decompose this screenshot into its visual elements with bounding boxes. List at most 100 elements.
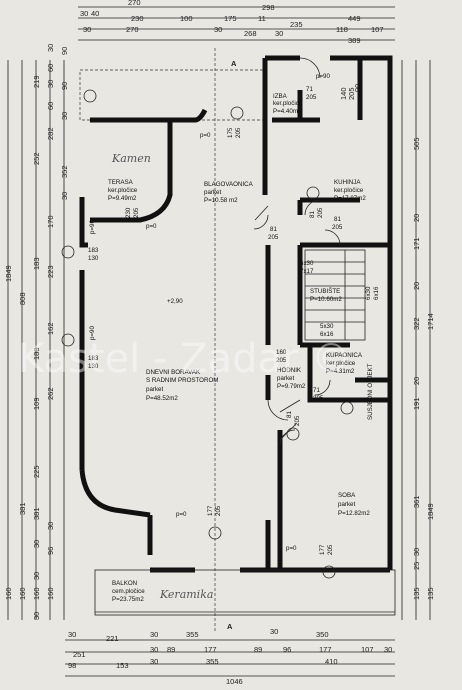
dim-top-1b: 298 [262,3,275,12]
room-hodnik-area: P=9.79m2 [277,383,306,390]
wall-terasa-top [90,108,208,123]
stairs1-a: 6x30 [300,260,314,267]
room-kup-floor: ker.pločice [326,360,356,367]
marker-balkon-right [322,565,336,579]
room-soba-area: P=12.82m2 [338,510,370,517]
p90-izba: p=90 [316,73,330,80]
hodnik-door-swing [267,399,289,421]
marker-balkon-mid [208,526,222,540]
balkon2-h: 205 [327,544,334,555]
kuhinja-door2-swing [324,229,341,246]
door-swings [253,57,341,446]
room-soba-name: SOBA [338,492,356,499]
soba-door-w: 81 [286,411,293,418]
izba-door-swing [299,57,321,79]
dim-left-mid-2: 183 [32,257,41,270]
wall-terasa-inner [90,118,173,223]
opening-markers [61,89,354,579]
room-izba-name: IZBA [273,93,288,100]
stairs2-a: 5x30 [320,323,334,330]
dim-left-mid-3: 183 [32,347,41,360]
dim-top-3c: 30 [214,25,222,34]
dim-left-inner-9: 262 [46,387,55,400]
stair-door-h: 205 [268,234,279,241]
dim-right-7: 20 [412,282,421,290]
balkon1-w: 177 [207,505,214,516]
win1-h: 130 [88,255,99,262]
soba-door-h: 205 [294,415,301,426]
izba-door-h: 205 [306,94,317,101]
room-terasa-area: P=9.49m2 [108,195,137,202]
stair-door-w: 81 [270,226,277,233]
terasa-door-w: 230 [125,207,132,218]
dim-bottom-1e: 30 [270,627,278,636]
dim-right-6: 20 [412,214,421,222]
p90-left-1: p=90 [89,220,96,234]
stair-frame [304,249,366,341]
room-dnevni-floor: parket [146,386,163,393]
room-dnevni-area: P=48.52m2 [146,395,178,402]
dim-left-col-3: 90 [60,82,69,90]
dim-top-3a: 30 [83,25,91,34]
dim-top-2c: 230 [131,14,144,23]
dim-left-mid-7: 30 [32,540,41,548]
stairs1-b: 7x17 [300,268,314,275]
dim-left-inner-8: 223 [46,265,55,278]
kuhinja-door-h: 205 [317,207,324,218]
room-terasa-floor: ker.pločice [108,187,138,194]
dim-right-2: 171 [412,237,421,250]
kup-door-h: 205 [313,395,324,402]
room-blag-floor: parket [204,189,221,196]
dim-right-9: 361 [412,495,421,508]
dim-bottom-2a: 251 [73,650,86,659]
room-balkon-name: BALKON [112,580,137,587]
neighbour-label: SUSJEDNI OBJEKT [367,363,374,420]
room-izba-area: P=4.40m2 [273,108,302,115]
stair-door-swing [253,214,269,230]
room-kup-area: P=4.31m2 [326,368,355,375]
dim-top-1a: 270 [128,0,141,7]
dim-bottom-1f: 350 [316,630,329,639]
dim-left-inner-11: 96 [46,547,55,555]
room-blag-area: P=10.58 m2 [204,197,238,204]
dim-left-mid-9: 160 [32,587,41,600]
dim-top-2e: 175 [224,14,237,23]
dim-left-col-4: 352 [60,165,69,178]
dim-left-col-5: 30 [60,192,69,200]
wall-kupaonica [307,345,390,403]
marker-window-2 [61,333,75,347]
section-mark-top: A [231,59,237,68]
dim-top-2h: 449 [348,14,361,23]
dim-bottom-3b: 153 [116,661,129,670]
handwritten-kamen: Kamen [111,152,151,165]
dim-left-outer-4: 808 [18,292,27,305]
dim-top-2g: 235 [290,20,303,29]
dim-left-outer-1: 1849 [4,265,13,282]
dim-bottom-3c: 30 [150,657,158,666]
marker-blag [230,106,244,120]
dim-left-inner-2: 219 [32,75,41,88]
dim-left-outer-3: 381 [18,502,27,515]
dim-left-inner-1: 30 [46,80,55,88]
win2-w: 183 [88,355,99,362]
handwritten-keramika: Keramika [159,588,213,601]
dim-left-inner-4: 60 [46,102,55,110]
dim-right-1: 505 [412,137,421,150]
balkon1-h: 205 [215,505,222,516]
kuhinja-door2-w: 81 [334,216,341,223]
p90-left-2: p=90 [89,326,96,340]
top-dimension-lines [78,6,395,41]
dim-right-12: 30 [412,548,421,556]
room-kup-name: KUPAONICA [326,352,363,359]
dim-bottom-2i: 30 [384,645,392,654]
dim-bottom-1a: 30 [68,630,76,639]
dim-bottom-2e: 89 [254,645,262,654]
dim-right-4: 1714 [426,313,435,330]
stairs3-a: 6x30 [365,286,372,300]
dim-bottom-1b: 221 [106,634,119,643]
blag-door-h: 205 [235,127,242,138]
dim-right-13: 135 [412,587,421,600]
dim-bottom-2d: 177 [204,645,217,654]
dim-left-inner-5: 60 [46,64,55,72]
